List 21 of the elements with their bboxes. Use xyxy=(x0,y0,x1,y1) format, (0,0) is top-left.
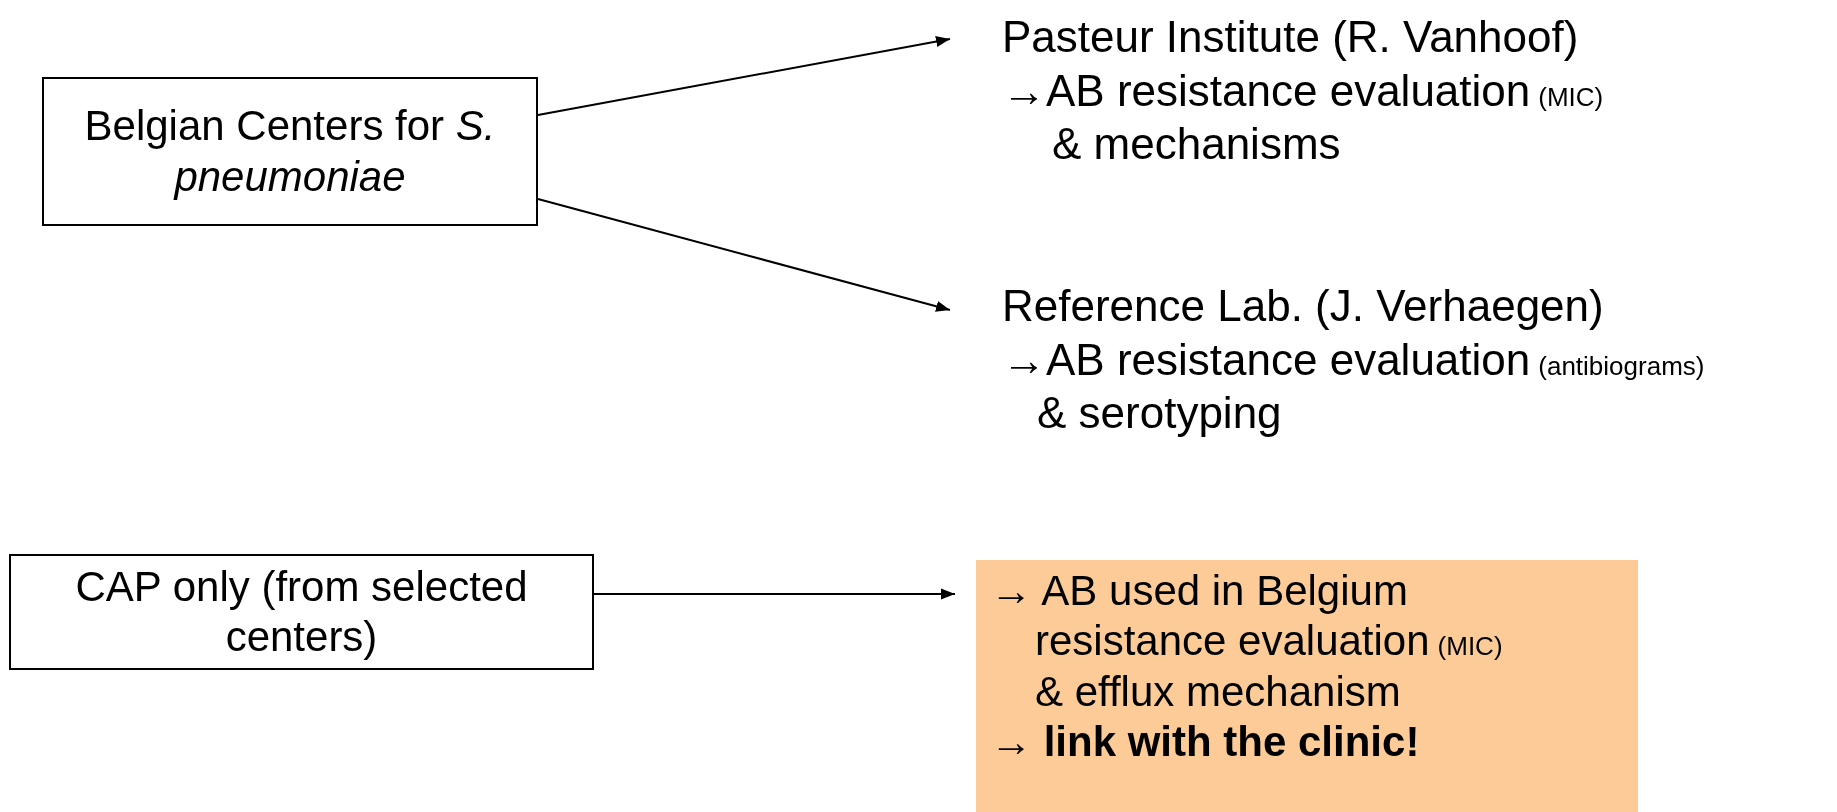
process-box xyxy=(42,77,538,226)
detail-text: & efflux mechanism xyxy=(1035,667,1401,715)
arrow xyxy=(537,36,951,116)
arrow xyxy=(537,198,951,312)
note-text: (MIC) xyxy=(1437,631,1503,662)
detail-text: → link with the clinic! xyxy=(990,718,1420,766)
box-text: Belgian Centers for S. pneumoniae xyxy=(83,101,497,202)
detail-text: →AB resistance evaluation xyxy=(1002,334,1531,384)
heading-text: Reference Lab. (J. Verhaegen) xyxy=(1002,281,1604,330)
detail-text: → AB used in Belgium xyxy=(990,567,1408,614)
detail-text: & serotyping xyxy=(1037,388,1282,438)
detail-text: & mechanisms xyxy=(1052,119,1341,169)
note-text: (antibiograms) xyxy=(1538,350,1705,381)
box-text: CAP only (from selected centers) xyxy=(74,561,529,662)
note-text: (MIC) xyxy=(1538,81,1604,112)
highlight-panel xyxy=(976,560,1638,812)
heading-text: Pasteur Institute (R. Vanhoof) xyxy=(1002,12,1579,61)
detail-text: →AB resistance evaluation xyxy=(1002,65,1531,115)
arrow xyxy=(593,588,956,600)
process-box xyxy=(9,554,594,670)
detail-text: resistance evaluation xyxy=(1035,617,1430,665)
